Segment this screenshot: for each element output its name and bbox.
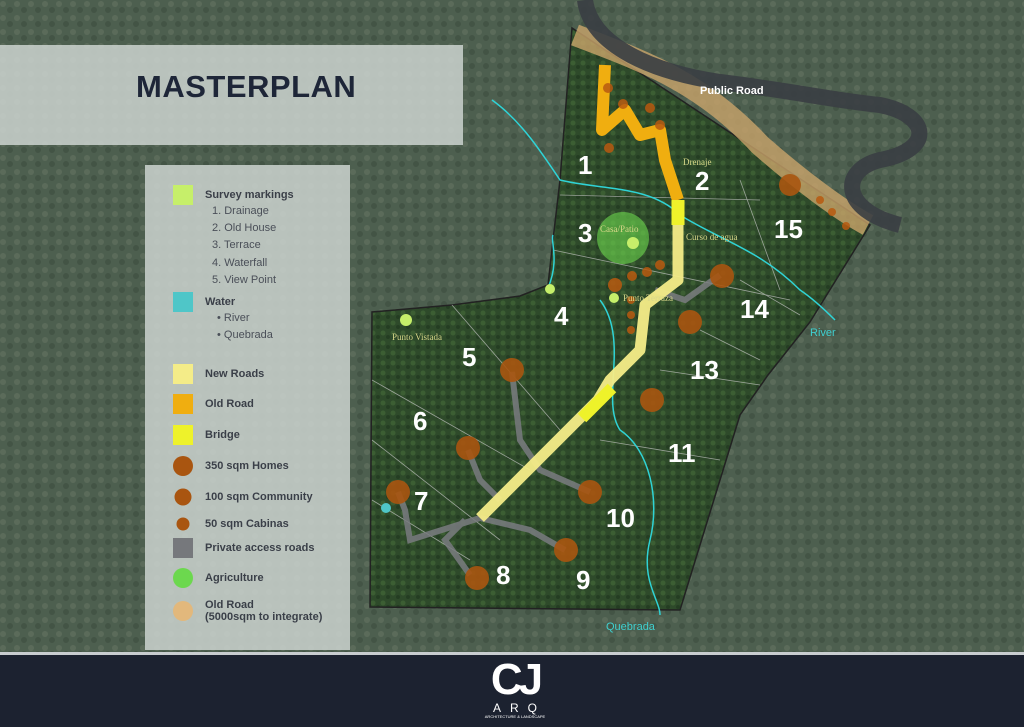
plot-number: 8: [496, 560, 510, 590]
plot-number: 5: [462, 342, 476, 372]
legend-subitem: • River: [217, 312, 250, 324]
legend-old-road: Old Road: [173, 394, 254, 414]
punto-vistada-label: Punto Vistada: [392, 332, 442, 342]
plot-number: 11: [668, 438, 696, 468]
curso-agua-label: Curso de agua: [686, 232, 738, 242]
quebrada: [547, 234, 661, 616]
old-road: [596, 64, 684, 202]
legend-private-roads: Private access roads: [173, 538, 314, 558]
swatch: [173, 456, 193, 476]
public-road: [577, 0, 928, 233]
legend-label: Survey markings: [205, 189, 294, 201]
plot-number: 15: [774, 214, 803, 244]
logo-sub: ARQ: [492, 701, 546, 715]
water-swatch: [173, 292, 193, 312]
agriculture-area: [597, 212, 649, 264]
legend-agriculture: Agriculture: [173, 568, 264, 588]
plot-number: 7: [414, 486, 428, 516]
legend-subitem-label: River: [223, 312, 250, 324]
legend-subitem-label: Quebrada: [223, 329, 273, 341]
cabinas: [603, 83, 850, 334]
legend-label: Private access roads: [205, 542, 315, 554]
legend-label: Agriculture: [205, 572, 264, 584]
legend-label: Bridge: [205, 429, 240, 441]
plot-number: 4: [554, 301, 569, 331]
swatch: [173, 394, 193, 414]
legend-new-roads: New Roads: [173, 364, 264, 384]
legend-subitem: 3. Terrace: [212, 239, 261, 251]
survey-swatch: [173, 185, 193, 205]
legend-label: Old Road: [205, 398, 254, 410]
legend-old-road-integrate: Old Road(5000sqm to integrate): [173, 599, 322, 623]
legend-label: 100 sqm Community: [205, 491, 313, 503]
legend-label: Water: [205, 296, 236, 308]
logo-main: CJ: [490, 655, 543, 704]
river-label: River: [810, 327, 836, 339]
plot-number: 14: [740, 294, 769, 324]
bridge: [577, 383, 617, 423]
plot-number: 9: [576, 565, 590, 595]
punto-terraza-label: Punto Terraza: [623, 293, 673, 303]
legend: Survey markings 1. Drainage 2. Old House…: [145, 165, 350, 650]
swatch: [176, 517, 190, 531]
legend-cabinas: 50 sqm Cabinas: [173, 514, 289, 534]
plot-number: 10: [606, 503, 635, 533]
legend-label: New Roads: [205, 368, 265, 380]
legend-community: 100 sqm Community: [173, 487, 313, 507]
legend-label: 350 sqm Homes: [205, 460, 289, 472]
survey-markers: [400, 237, 639, 326]
swatch: [173, 538, 193, 558]
water-marker: [381, 503, 391, 513]
legend-subitem: • Quebrada: [217, 329, 273, 341]
plot-number: 1: [578, 150, 592, 180]
legend-homes: 350 sqm Homes: [173, 456, 289, 476]
footer: CJ ARQ ARCHITECTURE & LANDSCAPE: [0, 652, 1024, 727]
legend-subitem: 5. View Point: [212, 274, 277, 286]
quebrada-label: Quebrada: [606, 621, 656, 633]
title-panel: MASTERPLAN: [0, 45, 463, 145]
legend-bridge: Bridge: [173, 425, 240, 445]
swatch: [173, 425, 193, 445]
legend-subitem: 2. Old House: [212, 222, 277, 234]
legend-water: Water: [173, 292, 235, 312]
site-boundary: [369, 26, 872, 611]
legend-subitem: 1. Drainage: [212, 205, 269, 217]
plot-number: 13: [690, 355, 719, 385]
swatch: [173, 601, 193, 621]
legend-label: Old Road: [205, 599, 254, 611]
legend-survey: Survey markings: [173, 185, 294, 205]
swatch: [174, 488, 192, 506]
plot-number: 6: [413, 406, 427, 436]
swatch: [173, 568, 193, 588]
plot-number: 2: [695, 166, 709, 196]
public-road-label: Public Road: [700, 85, 764, 97]
casa-patio-label: Casa/Patio: [600, 224, 639, 234]
legend-label: 50 sqm Cabinas: [205, 518, 289, 530]
drenaje-label: Drenaje: [683, 157, 711, 167]
homes: [386, 174, 801, 590]
swatch: [173, 364, 193, 384]
cj-arq-logo: CJ ARQ ARCHITECTURE & LANDSCAPE: [480, 658, 550, 724]
page-title: MASTERPLAN: [136, 69, 357, 104]
plot-number: 3: [578, 218, 592, 248]
legend-subitem: 4. Waterfall: [212, 257, 268, 269]
logo-tag: ARCHITECTURE & LANDSCAPE: [484, 714, 546, 719]
legend-label: (5000sqm to integrate): [205, 611, 323, 623]
